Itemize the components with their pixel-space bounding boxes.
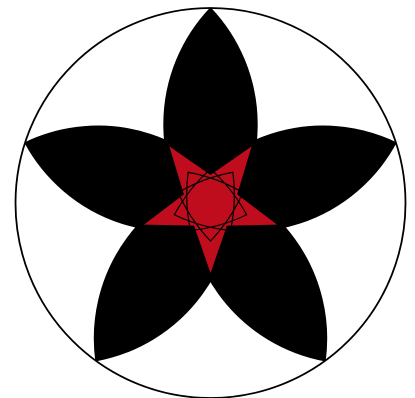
star-flower-diagram — [0, 0, 415, 398]
